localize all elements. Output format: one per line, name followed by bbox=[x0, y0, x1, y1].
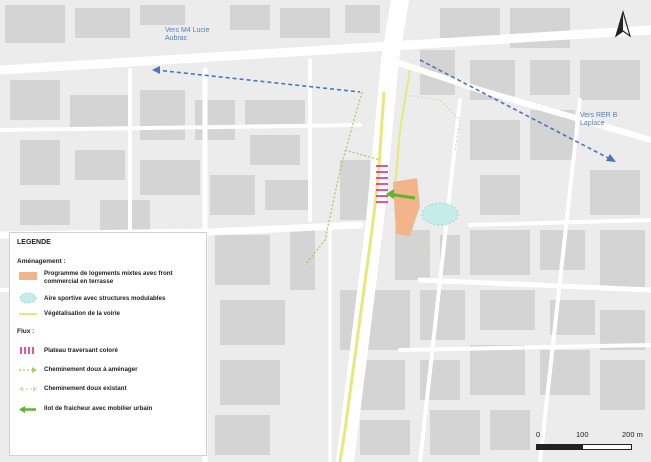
label-vers-m4: Vers M4 Lucie Aubrac bbox=[165, 27, 210, 42]
cheminement-amenager bbox=[304, 91, 381, 266]
cheminement-amenager-swatch bbox=[19, 367, 37, 373]
legend-item-aire-sportive: Aire sportive avec structures modulables bbox=[44, 295, 166, 302]
ilot-fraicheur-swatch bbox=[19, 406, 36, 413]
plateau-swatch bbox=[20, 347, 34, 354]
aire-sportive-swatch bbox=[19, 292, 37, 304]
route-to-m4 bbox=[155, 69, 361, 93]
label-vers-rer: Vers RER B Laplace bbox=[580, 112, 618, 127]
legend-item-cheminement-amenager: Cheminement doux à aménager bbox=[44, 366, 138, 373]
plateau-traversant bbox=[376, 165, 388, 203]
north-arrow-icon bbox=[614, 9, 632, 38]
legend-item-plateau: Plateau traversant coloré bbox=[44, 347, 118, 354]
legend-item-cheminement-existant: Cheminement doux existant bbox=[44, 385, 127, 392]
legend-item-ilot-fraicheur: Ilot de fraicheur avec mobilier urbain bbox=[44, 405, 153, 412]
legend-item-vegetalisation: Végétalisation de la voirie bbox=[44, 310, 120, 317]
cheminement-existant bbox=[404, 94, 461, 263]
scale-bar: 0 100 200 m bbox=[534, 430, 644, 456]
logements-area bbox=[393, 178, 420, 236]
legend-title: LEGENDE bbox=[17, 239, 51, 246]
cheminement-existant-swatch bbox=[19, 386, 37, 392]
scale-segment-1 bbox=[536, 444, 584, 450]
scale-tick-100: 100 bbox=[576, 430, 589, 439]
logements-swatch bbox=[19, 272, 37, 280]
vegetalisation-line bbox=[338, 91, 386, 462]
scale-tick-0: 0 bbox=[536, 430, 541, 439]
scale-tick-200: 200 m bbox=[622, 430, 643, 439]
map-legend: LEGENDE Aménagement : Programme de logem… bbox=[9, 232, 207, 456]
scale-segment-2 bbox=[582, 444, 632, 450]
legend-section-amenagement: Aménagement : bbox=[17, 258, 66, 265]
aire-sportive bbox=[421, 202, 459, 226]
route-to-rer bbox=[419, 59, 613, 161]
legend-item-logements: Programme de logements mixtes avec front… bbox=[44, 270, 173, 285]
vegetalisation-swatch bbox=[19, 313, 37, 315]
legend-section-flux: Flux : bbox=[17, 328, 35, 335]
